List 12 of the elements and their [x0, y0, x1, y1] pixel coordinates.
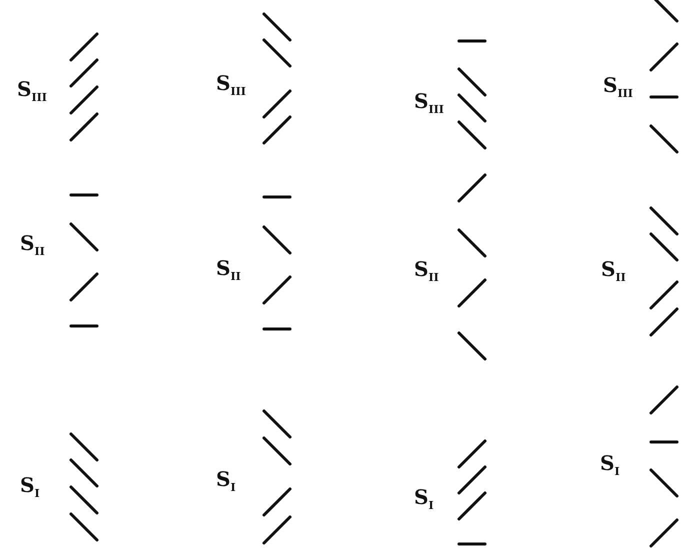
set-label: S$_{I}$: [600, 452, 620, 480]
set-label: S$_{III}$: [17, 78, 47, 106]
set-label: S$_{II}$: [414, 258, 439, 286]
set-label: S$_{III}$: [414, 90, 444, 118]
set-label: S$_{III}$: [603, 74, 633, 102]
set-label: S$_{III}$: [216, 72, 246, 100]
set-label: S$_{I}$: [216, 468, 236, 496]
set-label: S$_{II}$: [216, 257, 241, 285]
set-label: S$_{II}$: [20, 232, 45, 260]
set-label: S$_{I}$: [20, 474, 40, 502]
set-label: S$_{I}$: [414, 486, 434, 514]
set-label: S$_{II}$: [601, 258, 626, 286]
